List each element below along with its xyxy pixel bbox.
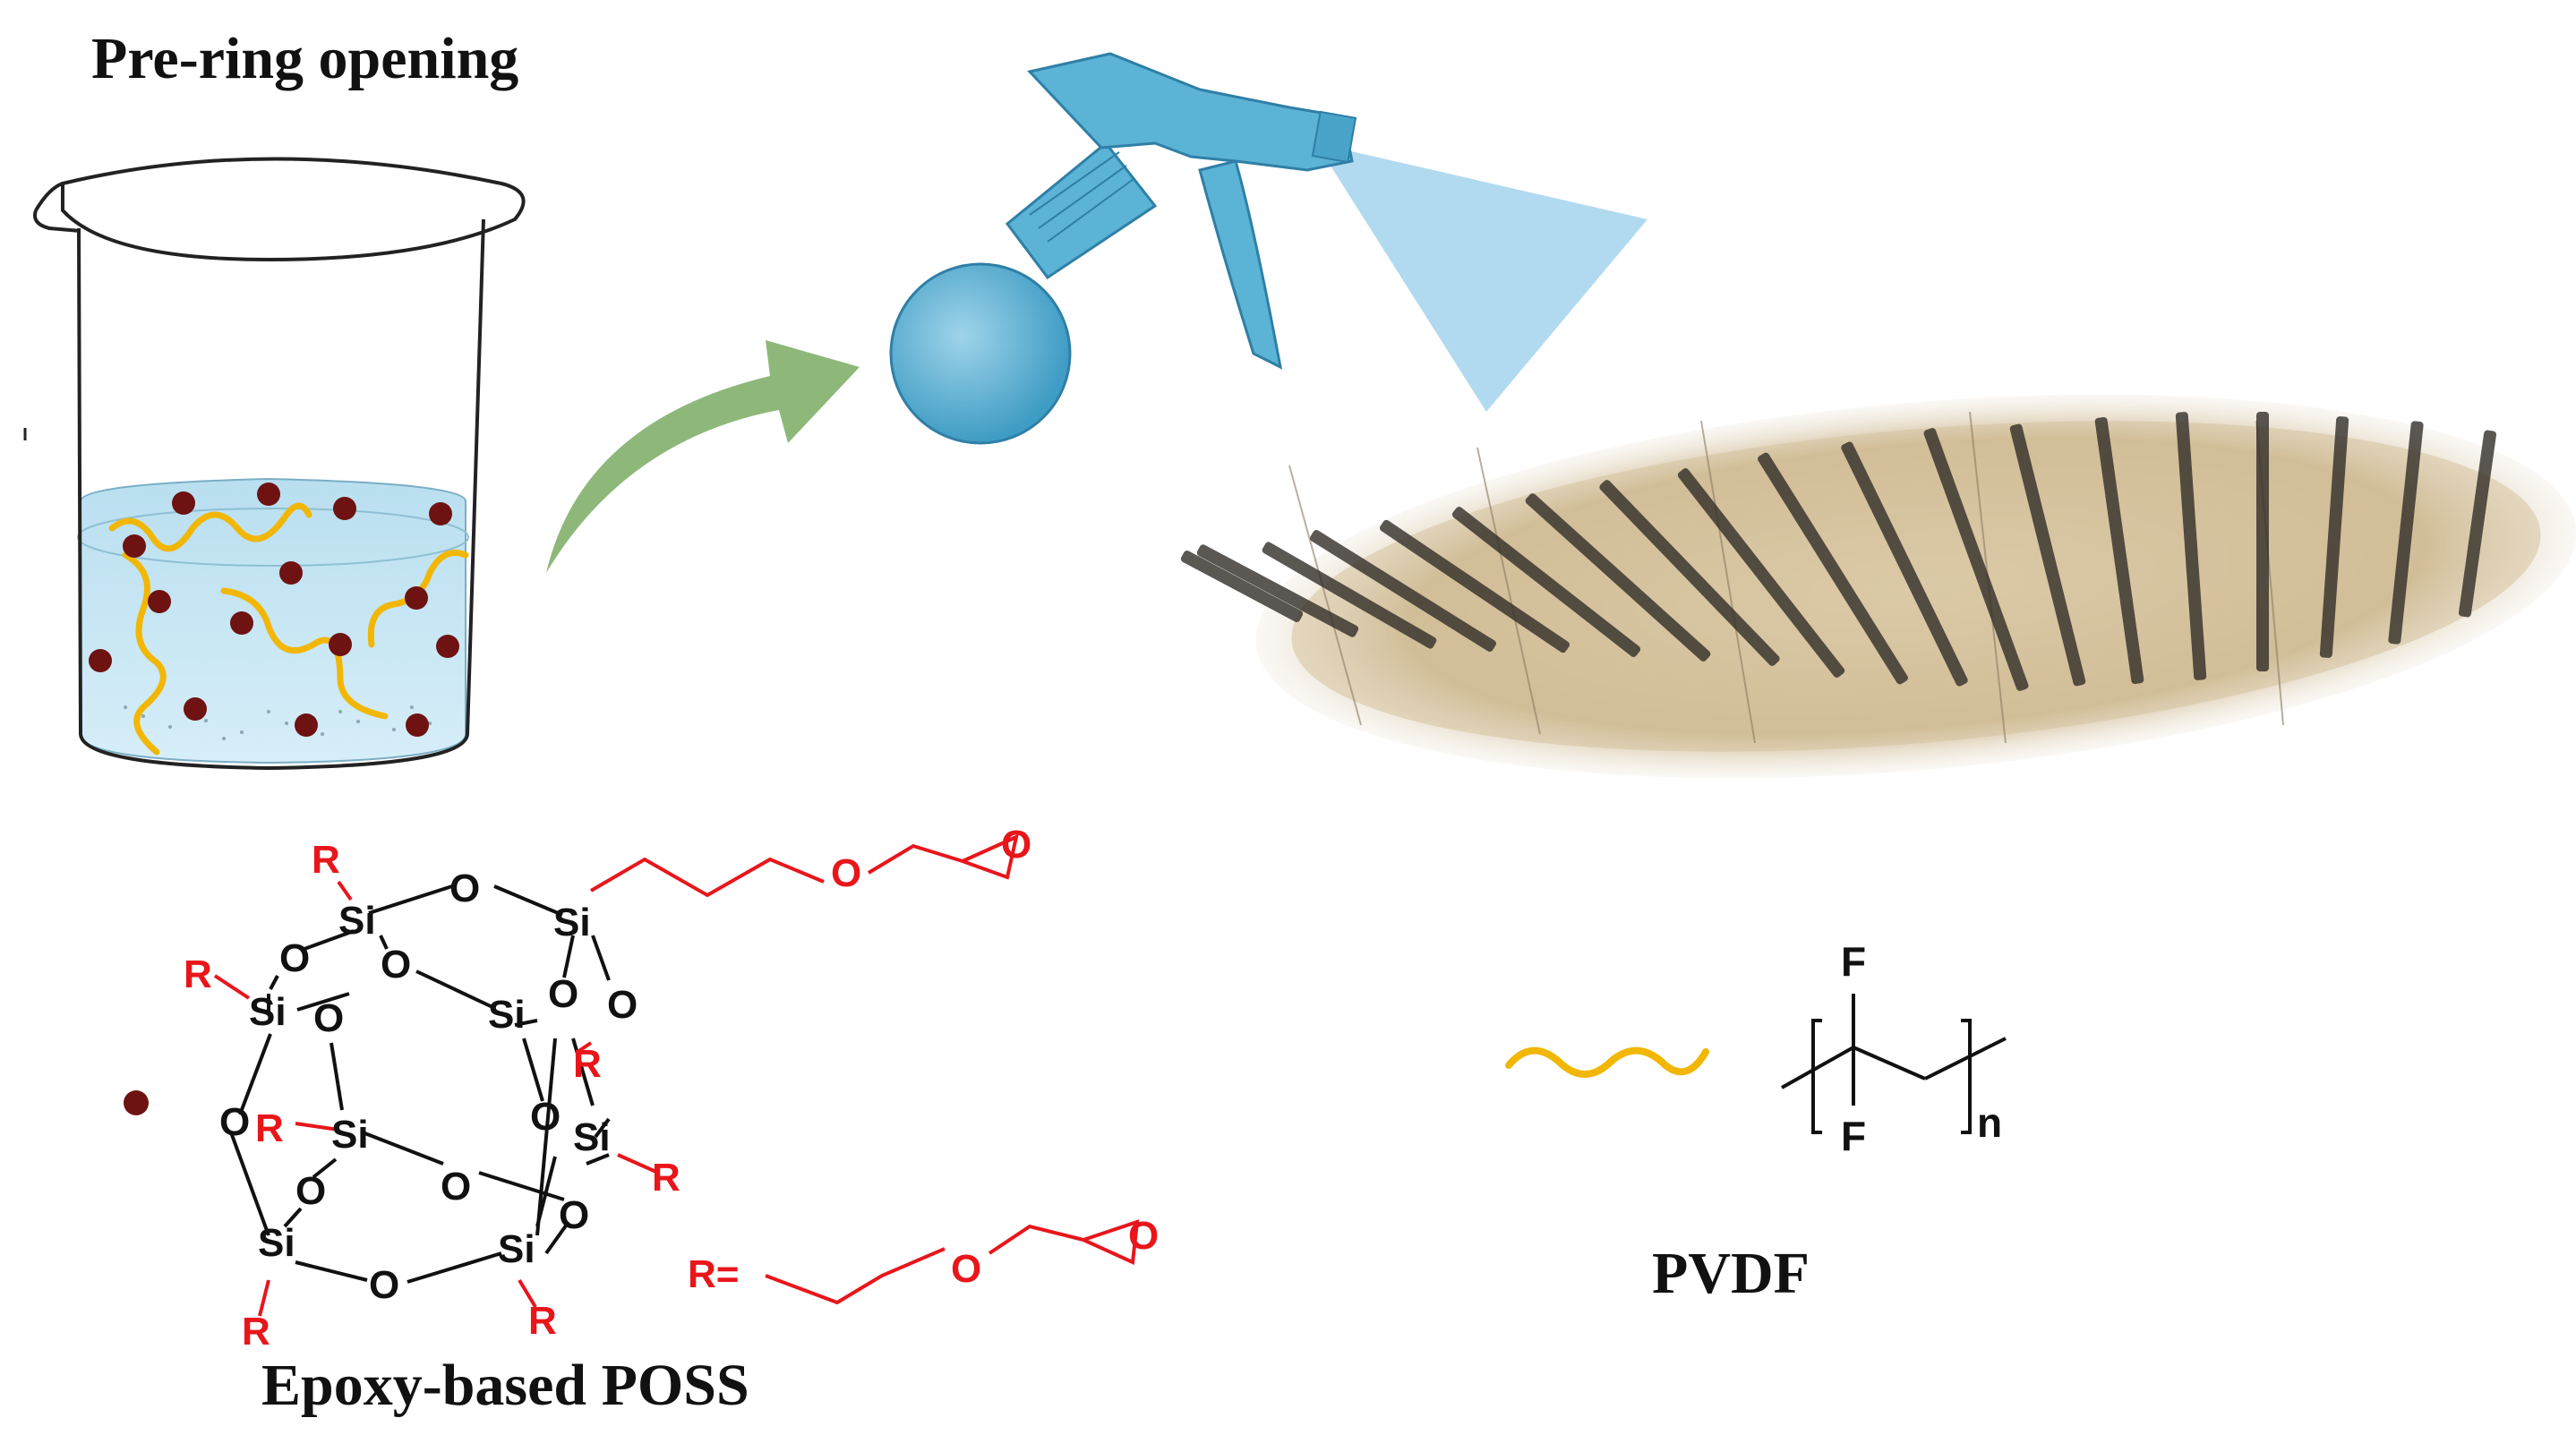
r-group: R xyxy=(652,1156,680,1200)
si-atom: Si xyxy=(498,1227,535,1271)
r-group: R xyxy=(312,838,340,882)
o-atom: O xyxy=(548,972,578,1016)
o-atom: O xyxy=(607,983,638,1027)
poss-particles xyxy=(89,483,459,737)
curved-arrow-icon xyxy=(546,340,860,573)
epoxy-poss-label: Epoxy-based POSS xyxy=(261,1353,749,1418)
o-atom: O xyxy=(530,1095,561,1139)
si-atom: Si xyxy=(258,1221,295,1265)
r-group: R xyxy=(573,1042,602,1086)
o-atom: O xyxy=(313,996,344,1040)
ether-o-atom: O xyxy=(831,851,861,895)
si-atom: Si xyxy=(488,993,526,1037)
si-atom: Si xyxy=(249,990,287,1034)
o-atom: O xyxy=(279,936,310,980)
si-atom: Si xyxy=(553,901,591,944)
pvdf-legend: F F n xyxy=(1505,938,2007,1159)
o-atom: O xyxy=(449,867,480,910)
poss-particle-legend xyxy=(124,1090,149,1115)
r-group: R xyxy=(255,1106,284,1150)
pvdf-label: PVDF xyxy=(1652,1241,1810,1306)
r-definition-label: R= xyxy=(688,1252,739,1296)
o-atom: O xyxy=(381,943,411,987)
o-atom: O xyxy=(441,1165,471,1209)
repeat-unit-n: n xyxy=(1977,1099,2002,1146)
r-group: R xyxy=(242,1310,270,1354)
epoxide-o-atom: O xyxy=(1001,823,1031,867)
r-group: R xyxy=(528,1299,557,1343)
beaker-icon xyxy=(23,157,526,771)
o-atom: O xyxy=(295,1169,326,1213)
si-atom: Si xyxy=(331,1113,369,1157)
fluorine-atom-top: F xyxy=(1841,938,1866,985)
manuscript-paper-image xyxy=(1180,394,2576,779)
poss-structure: Si Si Si Si Si Si Si Si O O O O O O O O … xyxy=(124,823,1159,1354)
epoxide-o-atom: O xyxy=(1128,1214,1159,1258)
o-atom: O xyxy=(219,1100,250,1144)
ether-o-atom: O xyxy=(951,1247,981,1291)
fluorine-atom-bottom: F xyxy=(1841,1113,1866,1159)
o-atom: O xyxy=(369,1263,399,1307)
o-atom: O xyxy=(559,1193,589,1237)
pre-ring-opening-label: Pre-ring opening xyxy=(91,26,519,91)
r-definition-chain xyxy=(765,1219,1140,1305)
r-group: R xyxy=(184,952,212,996)
spray-cone xyxy=(1316,143,1647,412)
pvdf-chain-icon xyxy=(1505,1046,1709,1078)
spray-bottle-icon xyxy=(889,52,1647,445)
si-atom: Si xyxy=(338,899,376,943)
si-atom: Si xyxy=(573,1115,611,1159)
